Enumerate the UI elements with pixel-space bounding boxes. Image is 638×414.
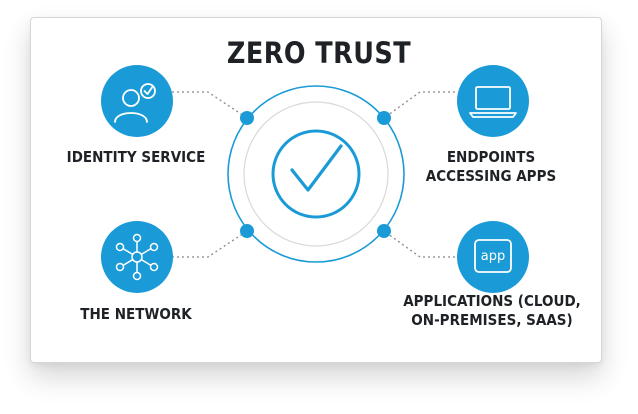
endpoints-label-line1: ENDPOINTS xyxy=(446,148,536,166)
applications-label-line1: APPLICATIONS (CLOUD, xyxy=(403,292,581,310)
diagram-title: ZERO TRUST xyxy=(226,36,412,70)
connector-identity xyxy=(172,91,248,119)
app-tile-icon xyxy=(457,221,529,293)
network-label: THE NETWORK xyxy=(50,305,223,324)
connector-applications xyxy=(383,230,455,258)
applications-label-line2: ON-PREMISES, SAAS) xyxy=(411,311,573,329)
network-label-line1: THE NETWORK xyxy=(80,305,192,323)
applications-label: APPLICATIONS (CLOUD, ON-PREMISES, SAAS) xyxy=(397,292,588,330)
ring-dot-network xyxy=(240,224,254,238)
inner-ring xyxy=(271,129,361,219)
connector-endpoints xyxy=(383,91,455,119)
ring-dot-endpoints xyxy=(377,111,391,125)
endpoints-label-line2: ACCESSING APPS xyxy=(425,167,557,185)
user-check-icon xyxy=(101,65,173,137)
ring-dot-applications xyxy=(377,224,391,238)
connector-network xyxy=(172,230,248,258)
middle-ring xyxy=(243,101,389,247)
app-tile-text: app xyxy=(480,249,506,264)
checkmark-icon xyxy=(290,144,343,192)
endpoints-label: ENDPOINTS ACCESSING APPS xyxy=(405,148,578,186)
identity-service-label: IDENTITY SERVICE xyxy=(50,148,223,167)
laptop-icon xyxy=(457,65,529,137)
outer-ring xyxy=(227,85,405,263)
identity-label-line1: IDENTITY SERVICE xyxy=(66,148,206,166)
connectors xyxy=(172,91,455,258)
ring-dot-identity xyxy=(240,111,254,125)
network-hub-icon xyxy=(101,221,173,293)
